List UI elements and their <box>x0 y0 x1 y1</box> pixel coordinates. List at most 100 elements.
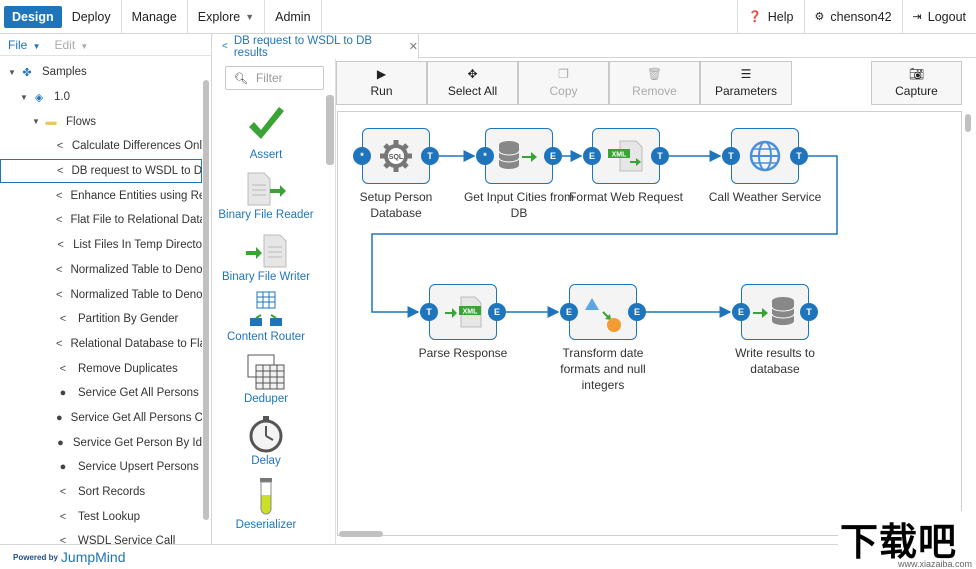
tree-node-samples[interactable]: ▼ ✤ Samples <box>0 60 202 85</box>
tree-item-flow[interactable]: ●Service Get Person By Id <box>0 430 202 455</box>
tree-label: Partition By Gender <box>78 313 179 326</box>
share-icon: < <box>59 535 67 544</box>
tree-label: Sort Records <box>78 486 146 499</box>
copy-button[interactable]: ❐ Copy <box>518 61 609 105</box>
node-output-port[interactable]: E <box>488 303 506 321</box>
select-all-button[interactable]: ✥ Select All <box>427 61 518 105</box>
tree-item-flow[interactable]: <Relational Database to Fla <box>0 332 202 357</box>
close-icon[interactable]: ✕ <box>408 41 418 53</box>
node-input-port[interactable]: * <box>353 147 371 165</box>
tree-label: Service Upsert Persons <box>78 461 199 474</box>
tree-item-flow[interactable]: ●Service Get All Persons C <box>0 406 202 431</box>
scroll-thumb[interactable] <box>339 531 383 537</box>
tree-item-flow[interactable]: <Normalized Table to Deno <box>0 258 202 283</box>
tree-item-flow[interactable]: <Test Lookup <box>0 504 202 529</box>
scroll-thumb[interactable] <box>965 114 971 132</box>
tree-item-flow[interactable]: ●Service Upsert Persons <box>0 455 202 480</box>
palette-filter-input[interactable]: 🔍︎ Filter <box>225 66 324 90</box>
share-icon: < <box>59 486 67 499</box>
tab-flow[interactable]: < DB request to WSDL to DB results ✕ <box>212 34 419 59</box>
tree-item-flow[interactable]: ●Service Get All Persons <box>0 381 202 406</box>
flow-node-transform-date-formats[interactable]: E E <box>560 284 646 340</box>
flow-node-call-weather-service[interactable]: T T <box>722 128 808 184</box>
node-input-port[interactable]: E <box>560 303 578 321</box>
palette-item-binary-file-writer[interactable]: Binary File Writer <box>212 233 320 283</box>
tree-item-flow[interactable]: <WSDL Service Call <box>0 529 202 544</box>
component-palette: 🔍︎ Filter Assert Binary File Reader Bin <box>212 59 336 544</box>
scroll-thumb[interactable] <box>203 80 209 520</box>
watermark: 下载吧 www.xiazaiba.com <box>838 511 976 569</box>
expand-arrow-icon[interactable]: ▼ <box>8 67 16 77</box>
flow-node-write-results[interactable]: E T <box>732 284 818 340</box>
palette-item-label: Deserializer <box>235 519 297 531</box>
connection-4-5 <box>371 155 838 318</box>
nav-deploy[interactable]: Deploy <box>62 0 122 33</box>
tree-item-flow[interactable]: <Enhance Entities using Re <box>0 183 202 208</box>
palette-item-binary-file-reader[interactable]: Binary File Reader <box>212 171 320 221</box>
svg-text:SQL: SQL <box>389 154 404 161</box>
palette-item-deduper[interactable]: Deduper <box>212 353 320 405</box>
palette-item-delay[interactable]: Delay <box>212 415 320 467</box>
share-icon: < <box>59 362 67 375</box>
tree-scrollbar[interactable] <box>202 80 210 540</box>
node-input-port[interactable]: T <box>420 303 438 321</box>
nav-admin[interactable]: Admin <box>265 0 322 33</box>
nav-manage[interactable]: Manage <box>122 0 188 33</box>
node-output-port[interactable]: E <box>544 147 562 165</box>
capture-button[interactable]: 📷︎ Capture <box>871 61 962 105</box>
logout-icon: ⇥ <box>912 11 922 23</box>
tree-node-version[interactable]: ▼ ◈ 1.0 <box>0 85 202 110</box>
nav-user[interactable]: ⚙ chenson42 <box>805 0 903 33</box>
canvas-vertical-scrollbar[interactable] <box>964 112 972 540</box>
canvas-horizontal-scrollbar[interactable] <box>337 530 967 538</box>
palette-item-content-router[interactable]: Content Router <box>212 291 320 343</box>
tree-item-flow[interactable]: <Calculate Differences Onl <box>0 134 202 159</box>
node-label: Write results to database <box>735 346 815 376</box>
node-output-port[interactable]: E <box>628 303 646 321</box>
flow-node-format-web-request[interactable]: XML E T <box>583 128 669 184</box>
nav-logout[interactable]: ⇥ Logout <box>903 0 976 33</box>
share-icon: < <box>222 41 228 52</box>
tree-item-flow[interactable]: <Remove Duplicates <box>0 356 202 381</box>
node-output-port[interactable]: T <box>790 147 808 165</box>
expand-arrow-icon[interactable]: ▼ <box>32 117 40 127</box>
xml-parse-icon: XML <box>430 285 496 339</box>
tree-item-flow[interactable]: < Sort Records <box>0 480 202 505</box>
flow-node-get-input-cities[interactable]: * E <box>476 128 562 184</box>
node-input-port[interactable]: * <box>476 147 494 165</box>
menu-file[interactable]: File ▼ <box>8 38 40 52</box>
explorer-menubar: File ▼ Edit ▼ <box>0 34 211 56</box>
powered-by: Powered by JumpMind <box>13 549 126 565</box>
project-icon: ✤ <box>22 66 32 79</box>
nav-help[interactable]: ❓ Help <box>738 0 805 33</box>
node-output-port[interactable]: T <box>651 147 669 165</box>
tree-item-flow[interactable]: <DB request to WSDL to DE <box>0 158 202 184</box>
flow-canvas[interactable]: SQL * T Setup Person Database * E Get In… <box>337 111 962 536</box>
tree-item-flow[interactable]: < Partition By Gender <box>0 307 202 332</box>
palette-item-deserializer[interactable]: Deserializer <box>212 477 320 531</box>
nav-design[interactable]: Design <box>4 6 62 28</box>
move-icon: ✥ <box>467 67 478 81</box>
share-icon: < <box>59 313 67 326</box>
tree-node-flows[interactable]: ▼ ▬ Flows <box>0 109 202 134</box>
chevron-down-icon: ▼ <box>78 41 89 51</box>
node-input-port[interactable]: E <box>732 303 750 321</box>
flow-node-parse-response[interactable]: XML T E <box>420 284 506 340</box>
palette-item-assert[interactable]: Assert <box>212 103 320 161</box>
node-output-port[interactable]: T <box>421 147 439 165</box>
run-button[interactable]: ▶ Run <box>336 61 427 105</box>
menu-edit[interactable]: Edit ▼ <box>54 38 88 52</box>
nav-explore[interactable]: Explore ▼ <box>188 0 266 33</box>
flow-node-setup-person-database[interactable]: SQL * T <box>353 128 439 184</box>
palette-scrollbar[interactable] <box>326 95 334 165</box>
node-input-port[interactable]: E <box>583 147 601 165</box>
remove-button[interactable]: 🗑︎ Remove <box>609 61 700 105</box>
parameters-button[interactable]: ☰ Parameters <box>700 61 792 105</box>
node-output-port[interactable]: T <box>800 303 818 321</box>
node-input-port[interactable]: T <box>722 147 740 165</box>
expand-arrow-icon[interactable]: ▼ <box>20 92 28 102</box>
tree-item-flow[interactable]: <Flat File to Relational Data <box>0 208 202 233</box>
sql-gear-icon: SQL <box>363 129 429 183</box>
tree-item-flow[interactable]: <Normalized Table to Deno <box>0 282 202 307</box>
tree-item-flow[interactable]: <List Files In Temp Directo <box>0 233 202 258</box>
